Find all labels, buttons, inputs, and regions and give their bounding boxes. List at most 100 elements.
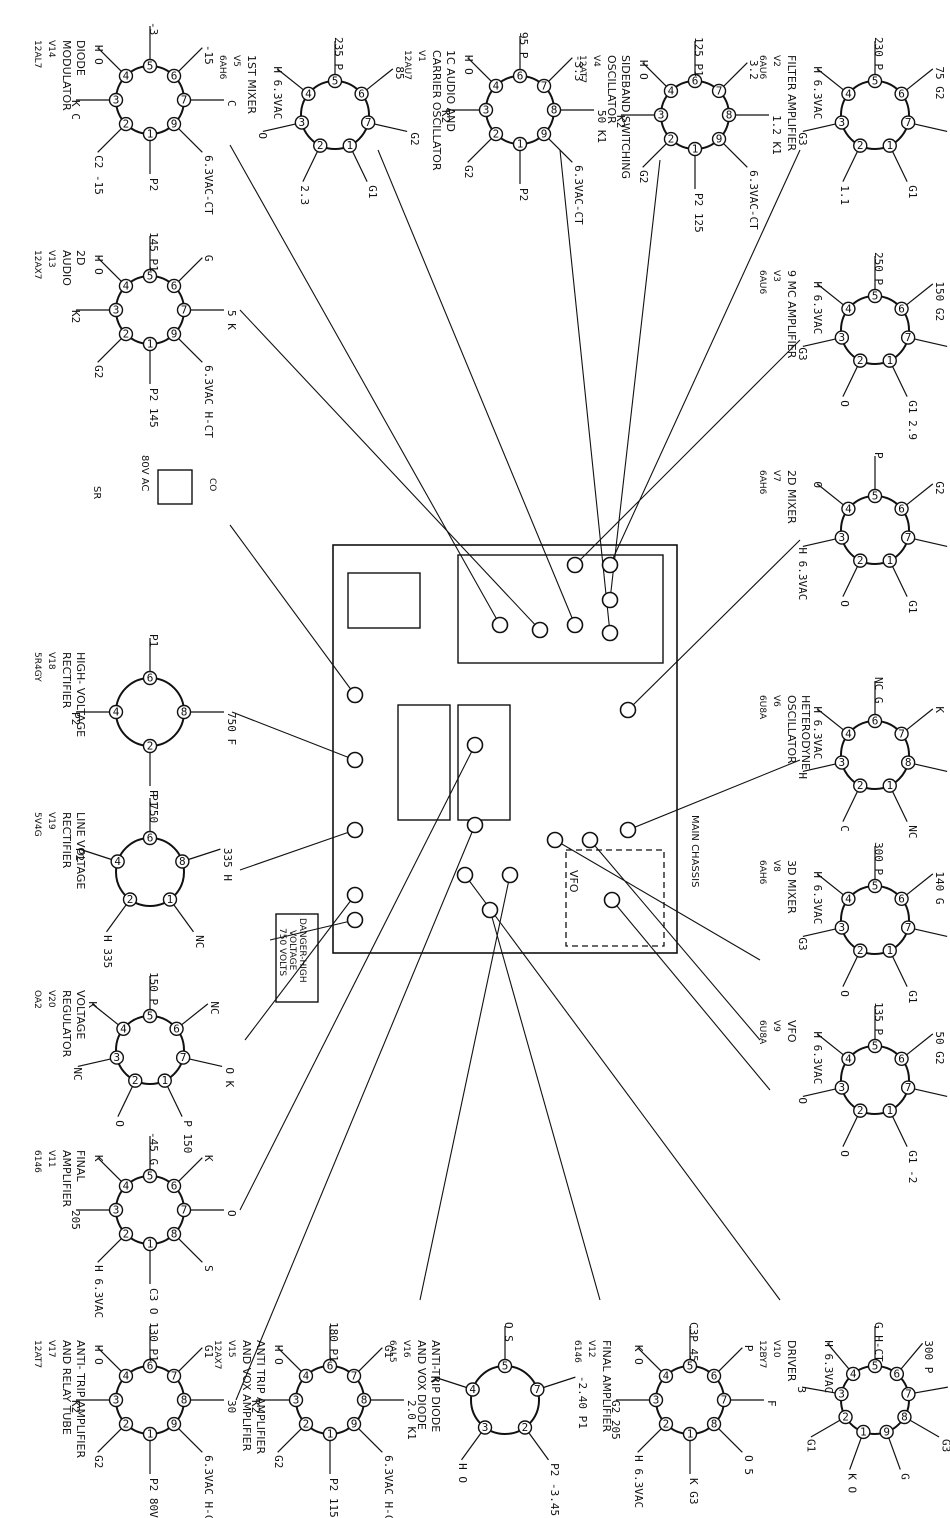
pin-number: 4: [123, 1179, 130, 1192]
pin-marker: [882, 138, 897, 153]
tube-title: AUDIO: [60, 250, 73, 286]
pin-number: 7: [365, 116, 372, 129]
tube-type: 6AH6: [757, 470, 767, 495]
pin-voltage-label: K: [933, 706, 946, 713]
pin-number: 2: [317, 139, 324, 152]
pin-number: 2: [147, 740, 154, 753]
pin-marker: [853, 138, 868, 153]
pin-marker: [721, 107, 737, 123]
pin-number: 5: [147, 60, 154, 73]
tube-type: 6AU6: [757, 270, 767, 294]
tube-type: 6U8A: [757, 1020, 767, 1045]
pin-marker: [166, 1368, 182, 1384]
pin-number: 8: [551, 104, 558, 117]
warning-line-1: DANGER-HIGH: [297, 918, 307, 983]
pin-marker: [838, 1409, 853, 1425]
leader-line: [627, 759, 801, 831]
pin-marker: [142, 830, 158, 846]
pin-number: 7: [181, 1204, 188, 1217]
vfo-box: [565, 849, 665, 947]
pin-voltage-label: H O: [456, 1463, 469, 1483]
pin-marker: [653, 107, 669, 123]
leader-lines: [229, 144, 801, 1401]
pin-voltage-label: G3: [940, 1439, 950, 1452]
pin-voltage-label: 50 K1: [595, 110, 608, 143]
tube-vnum: V4: [591, 55, 601, 67]
pin-voltage-label: K2: [69, 310, 82, 323]
pin-voltage-label: -2.40 P1: [576, 1376, 589, 1429]
pin-marker: [900, 330, 916, 345]
pin-marker: [834, 530, 850, 545]
pin-number: 5: [147, 1170, 154, 1183]
pin-number: 7: [351, 1369, 358, 1382]
pin-number: 2: [663, 1418, 670, 1431]
tube-title: OSCILLATOR: [605, 55, 618, 124]
pin-number: 7: [905, 1081, 912, 1094]
pin-voltage-label: 75 G2: [933, 66, 946, 99]
pin-voltage-label: 6.3VAC H-CT: [202, 365, 215, 438]
tube-vnum: V14: [46, 40, 56, 58]
pin-number: 6: [147, 832, 154, 845]
pin-marker: [477, 1420, 493, 1435]
pin-voltage-label: S: [202, 1265, 215, 1272]
pin-marker: [166, 116, 182, 132]
pin-voltage-label: 6.3VAC-CT: [202, 155, 215, 215]
pin-marker: [360, 115, 376, 130]
pin-number: 3: [839, 756, 846, 769]
pin-number: 7: [180, 1051, 187, 1064]
pin-voltage-label: G1: [202, 1345, 215, 1358]
pin-voltage-label: G3: [796, 937, 809, 950]
leader-line: [609, 159, 661, 601]
tube-type: 6U8A: [757, 695, 767, 720]
pin-voltage-label: H 6.3VAC: [822, 1340, 835, 1393]
pin-number: 5: [687, 1360, 694, 1373]
pin-marker: [841, 86, 856, 102]
pin-number: 2: [127, 893, 134, 906]
pin-marker: [118, 1368, 134, 1384]
pin-number: 5: [872, 75, 879, 88]
pin-voltage-label: P: [742, 1345, 755, 1352]
pin-marker: [900, 1080, 916, 1095]
pin-voltage-label: P2 145: [147, 388, 160, 428]
pin-voltage-label: 85: [393, 66, 406, 79]
pin-number: 7: [905, 331, 912, 344]
chassis-socket-hole: [456, 866, 474, 884]
pin-marker: [867, 1358, 883, 1374]
pin-marker: [867, 73, 883, 89]
pin-marker: [716, 1392, 732, 1408]
pin-number: 4: [850, 1367, 857, 1380]
pin-voltage-label: G1: [804, 1439, 817, 1452]
pin-voltage-label: 140 G: [933, 871, 946, 904]
pin-marker: [658, 1416, 674, 1432]
tube-title: VFO: [785, 1020, 798, 1043]
pin-voltage-label: G3: [796, 132, 809, 145]
pin-number: 9: [883, 1425, 890, 1438]
pin-number: 3: [293, 1394, 300, 1407]
tube-title: RECTIFIER: [60, 652, 73, 709]
pin-marker: [894, 301, 909, 317]
pin-voltage-label: K2: [249, 1400, 262, 1413]
chassis-socket-hole: [619, 821, 637, 839]
pin-number: 3: [113, 1204, 120, 1217]
pin-voltage-label: 2.3: [298, 185, 311, 205]
pin-number: 2: [857, 354, 864, 367]
pin-number: 4: [845, 727, 852, 740]
pin-voltage-label: H 6.3VAC: [632, 1455, 645, 1508]
tube-type: 12BY7: [757, 1340, 767, 1368]
chassis-socket-hole: [566, 616, 584, 634]
pin-marker: [834, 115, 850, 130]
tube-title: CARRIER OSCILLATOR: [430, 50, 443, 171]
pin-number: 6: [147, 1360, 154, 1373]
pin-marker: [834, 1080, 850, 1095]
pin-voltage-label: H 6.3VAC: [811, 871, 824, 924]
pin-number: 6: [173, 1022, 180, 1035]
pin-voltage-label: NC: [193, 935, 206, 948]
pin-voltage-label: G2: [92, 365, 105, 378]
sr-label: SR: [91, 486, 102, 499]
pin-number: 2: [857, 779, 864, 792]
